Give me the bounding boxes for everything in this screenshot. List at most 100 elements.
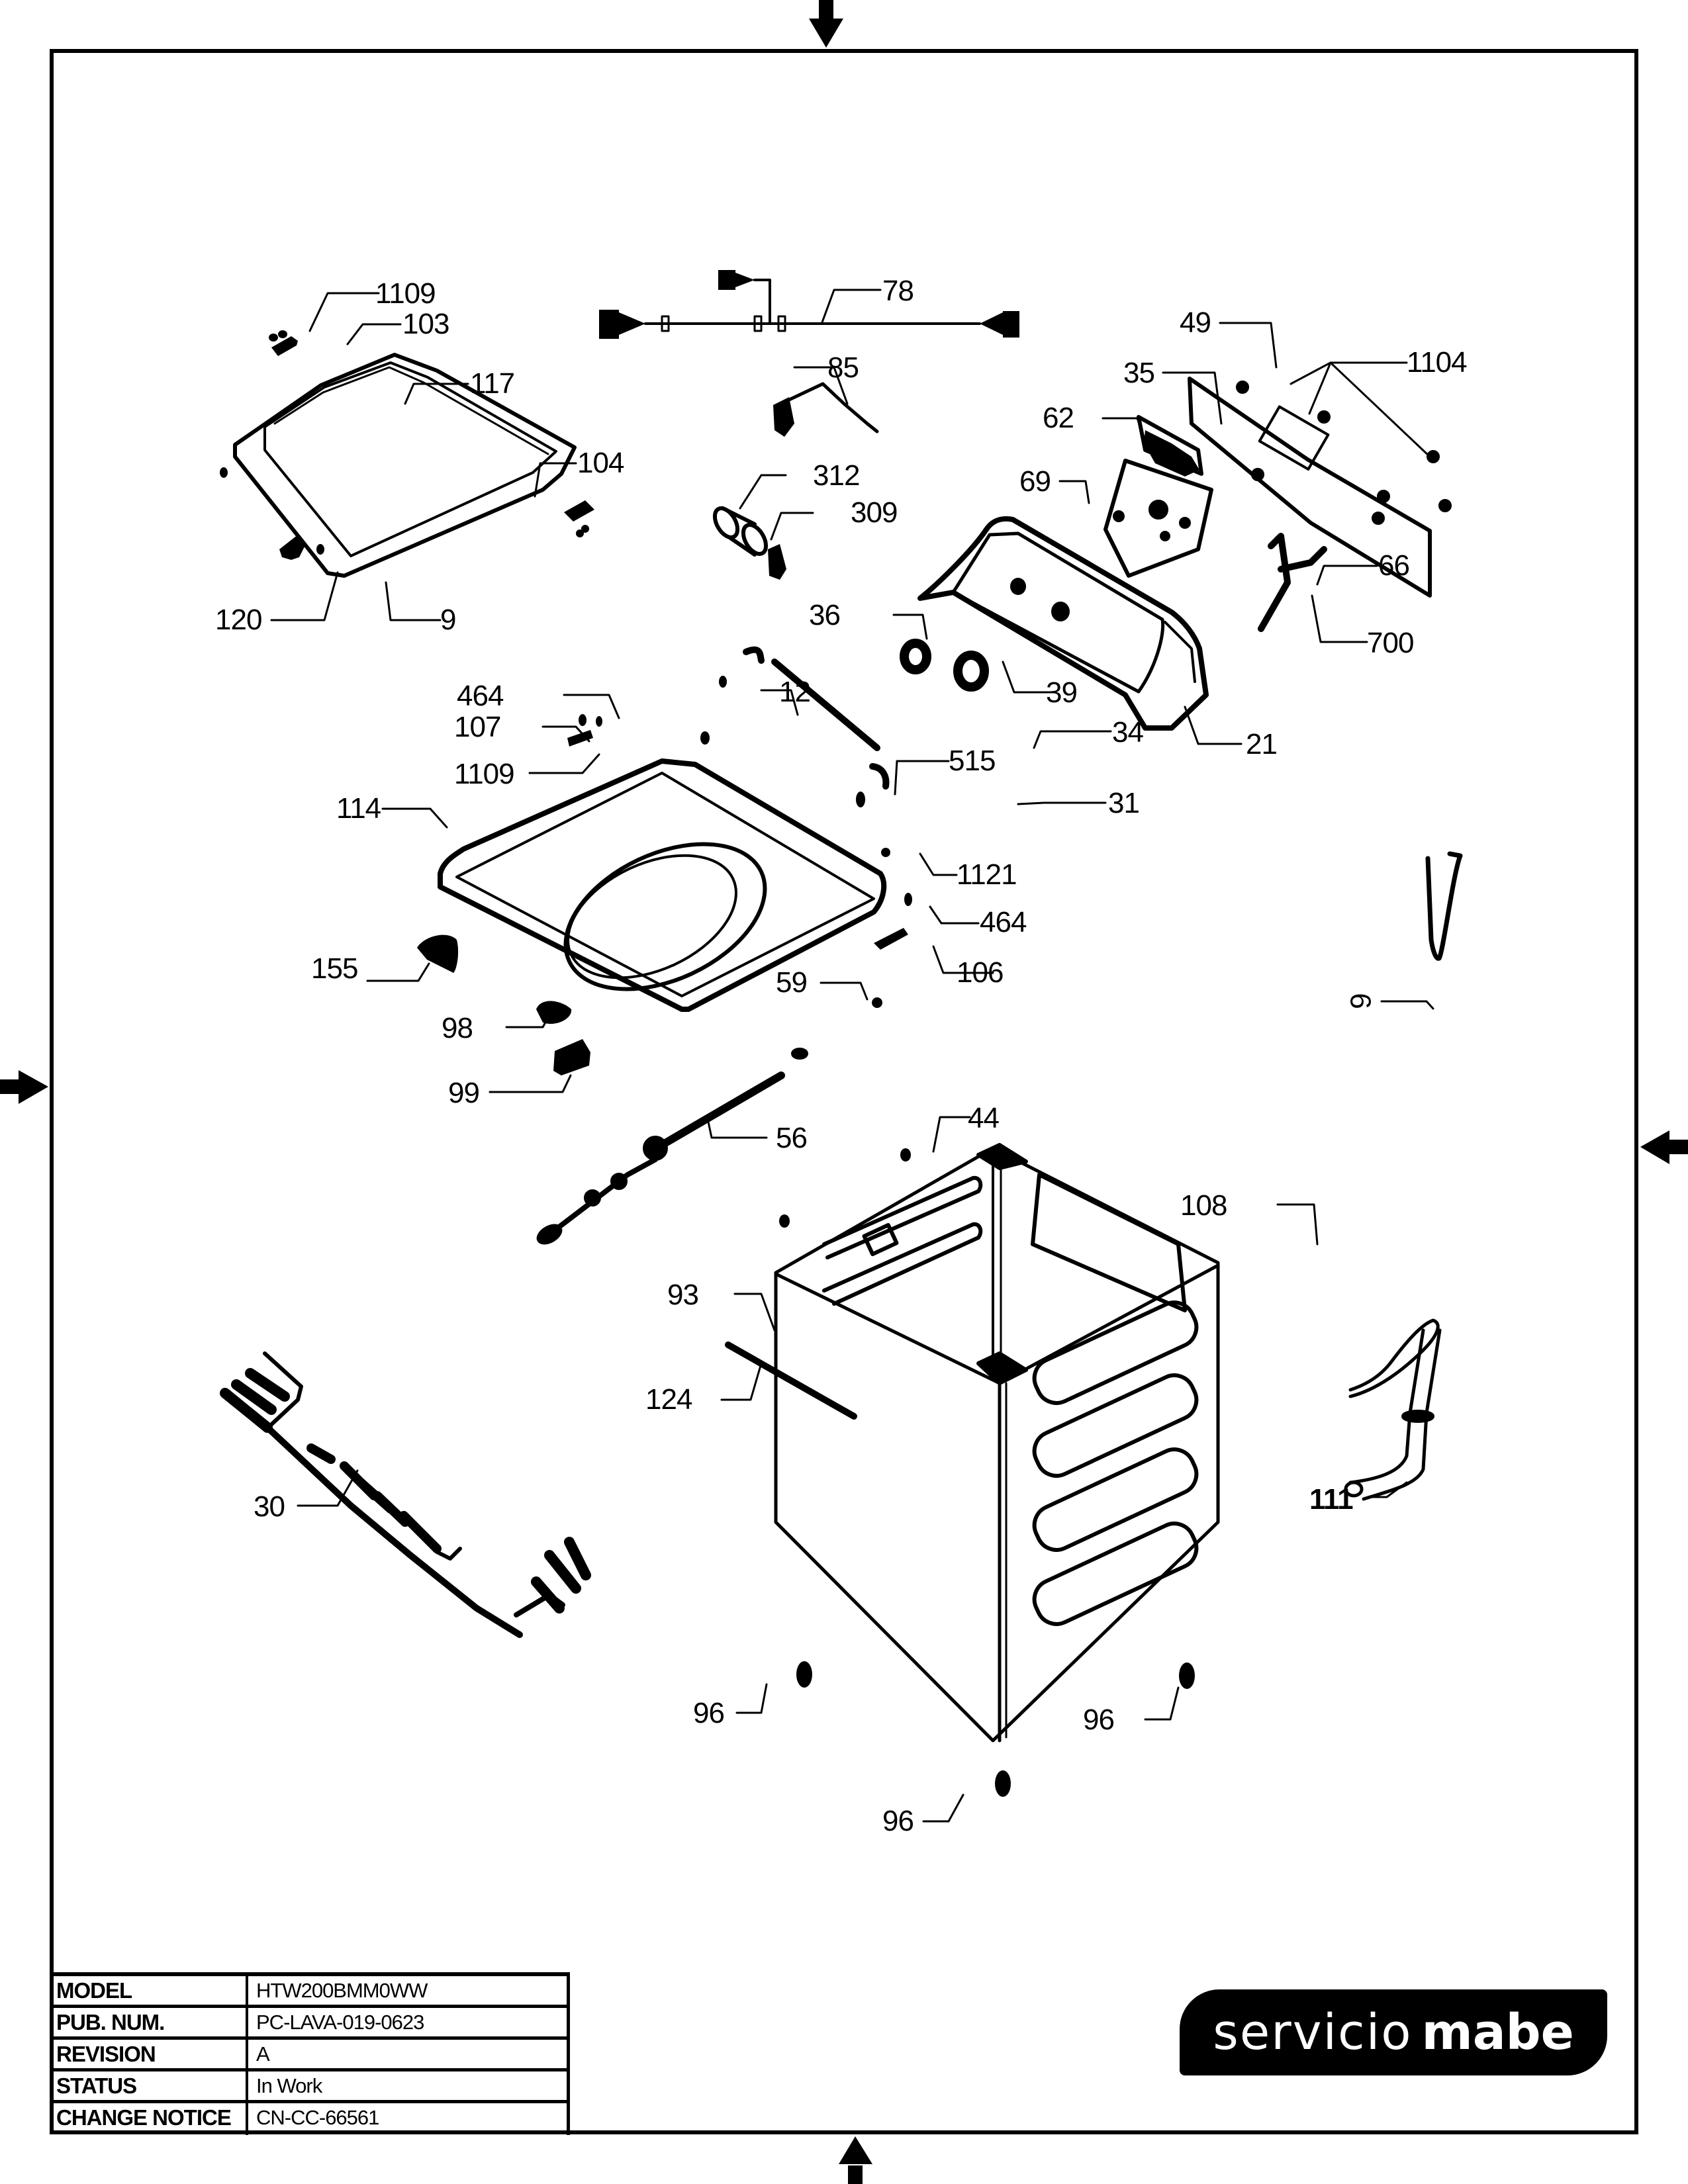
callout-1104-screws: 1104 [1407,346,1468,379]
part-107-bracket [567,730,593,747]
part-111-drain-hose [1344,1318,1442,1501]
callout-31-hose: 31 [1108,787,1140,819]
callout-96-foot-right: 96 [1083,1704,1115,1736]
callout-312-capacitor: 312 [813,459,860,492]
callout-464-screw-left: 464 [457,680,504,712]
drawing-frame [50,49,1638,2134]
part-96-foot-front [995,1770,1011,1797]
part-124-rail [725,1342,857,1420]
callout-35-overlay: 35 [1123,357,1155,389]
title-block-label: REVISION [50,2040,248,2068]
part-98-switch [536,1001,572,1024]
callout-78-power-cord: 78 [882,275,914,307]
title-block-label: CHANGE NOTICE [50,2103,248,2135]
part-30-main-harness [220,1351,591,1638]
callout-464-screw-right: 464 [980,906,1027,938]
part-464-screw [904,893,912,906]
callout-96-foot-left: 96 [693,1697,725,1729]
callout-59-screw: 59 [776,966,808,999]
servicio-mabe-logo: servicio mabe [1180,1989,1607,2075]
change-notice-value: CN-CC-66561 [256,2106,379,2129]
logo-text-mabe: mabe [1421,2004,1574,2061]
callout-66-harness: 66 [1378,549,1410,582]
part-120-bumper [279,535,305,560]
part-39-knob [953,651,989,692]
callout-85-hose: 85 [827,351,859,384]
part-44-screw [900,1148,911,1161]
part-62-selector [1144,430,1199,477]
callout-69-control-board: 69 [1019,465,1051,498]
title-block-row-pub-num: PUB. NUM. PC-LAVA-019-0623 [50,2008,567,2040]
callout-309-switch: 309 [851,496,898,529]
callout-155-latch: 155 [311,952,358,985]
callout-124-rail: 124 [645,1383,692,1416]
part-108-cabinet [774,1143,1220,1743]
callout-700-harness: 700 [1367,627,1414,659]
title-block-row-model: MODEL HTW200BMM0WW [50,1976,567,2008]
arrow-right-icon [1640,1130,1688,1164]
callout-1109-lid-screw: 1109 [375,277,436,310]
title-block-label: STATUS [50,2071,248,2100]
callout-39-knob: 39 [1046,676,1078,709]
callout-56-harness: 56 [776,1122,808,1154]
part-104-hinge [564,500,594,522]
part-309-switch [768,544,786,580]
part-515-clip [856,792,865,807]
callout-99-lock: 99 [448,1077,480,1109]
part-96-foot-left [796,1661,812,1688]
callout-114-top-cover: 114 [336,792,381,825]
callout-93-front-panel: 93 [667,1279,699,1311]
part-56-harness [536,1048,808,1245]
callout-21-console: 21 [1246,728,1278,760]
callout-108-cabinet: 108 [1180,1189,1227,1222]
callout-36-knob: 36 [809,599,841,631]
leader-lines [270,289,1434,1823]
callout-104-hinge: 104 [577,447,624,479]
callout-44-screw: 44 [968,1102,1000,1134]
logo-text-servicio: servicio [1213,2004,1413,2061]
callout-120-bumper: 120 [215,604,262,636]
title-block-row-revision: REVISION A [50,2040,567,2071]
callout-96-foot-front: 96 [882,1805,914,1837]
callout-30-main-harness: 30 [254,1490,285,1523]
part-106-hinge [874,928,908,950]
part-1109-screw [269,334,278,341]
callout-49-panel: 49 [1180,306,1211,339]
title-block-row-status: STATUS In Work [50,2071,567,2103]
part-155-latch [417,934,459,973]
callout-6-hose: 6 [1344,993,1377,1009]
part-49-backsplash-panel [1188,377,1452,598]
part-lid-117 [233,353,577,578]
part-34-rod [771,659,880,751]
title-block-table: MODEL HTW200BMM0WW PUB. NUM. PC-LAVA-019… [50,1972,570,2135]
callout-9-screw: 9 [440,604,457,636]
part-96-foot-right [1179,1662,1195,1689]
title-block-label: MODEL [50,1976,248,2005]
callout-1109-top-screw: 1109 [454,758,515,790]
callout-117-lid: 117 [470,367,515,400]
part-31-hose [869,763,890,790]
callout-34-rod: 34 [1112,716,1144,749]
arrow-left-icon [0,1070,48,1104]
part-99-lock [553,1039,590,1075]
callout-1121-screw: 1121 [957,858,1017,891]
revision-value: A [256,2042,270,2066]
callout-62-selector: 62 [1043,402,1074,434]
status-value: In Work [256,2074,322,2097]
part-114-top-cover [438,758,887,1012]
callout-515-clip: 515 [949,745,996,777]
callout-103-hinge: 103 [402,308,449,340]
part-103-hinge [271,336,298,356]
part-78-power-cord [599,270,1019,339]
pub-num-value: PC-LAVA-019-0623 [256,2011,424,2034]
model-number-value: HTW200BMM0WW [256,1979,428,2002]
arrow-bottom-icon [839,2136,872,2184]
part-66-harness [1258,533,1327,632]
part-35-overlay [1137,415,1203,476]
callout-98-switch: 98 [442,1012,473,1044]
title-block-row-change-notice: CHANGE NOTICE CN-CC-66561 [50,2103,567,2135]
part-21-console [917,516,1209,731]
